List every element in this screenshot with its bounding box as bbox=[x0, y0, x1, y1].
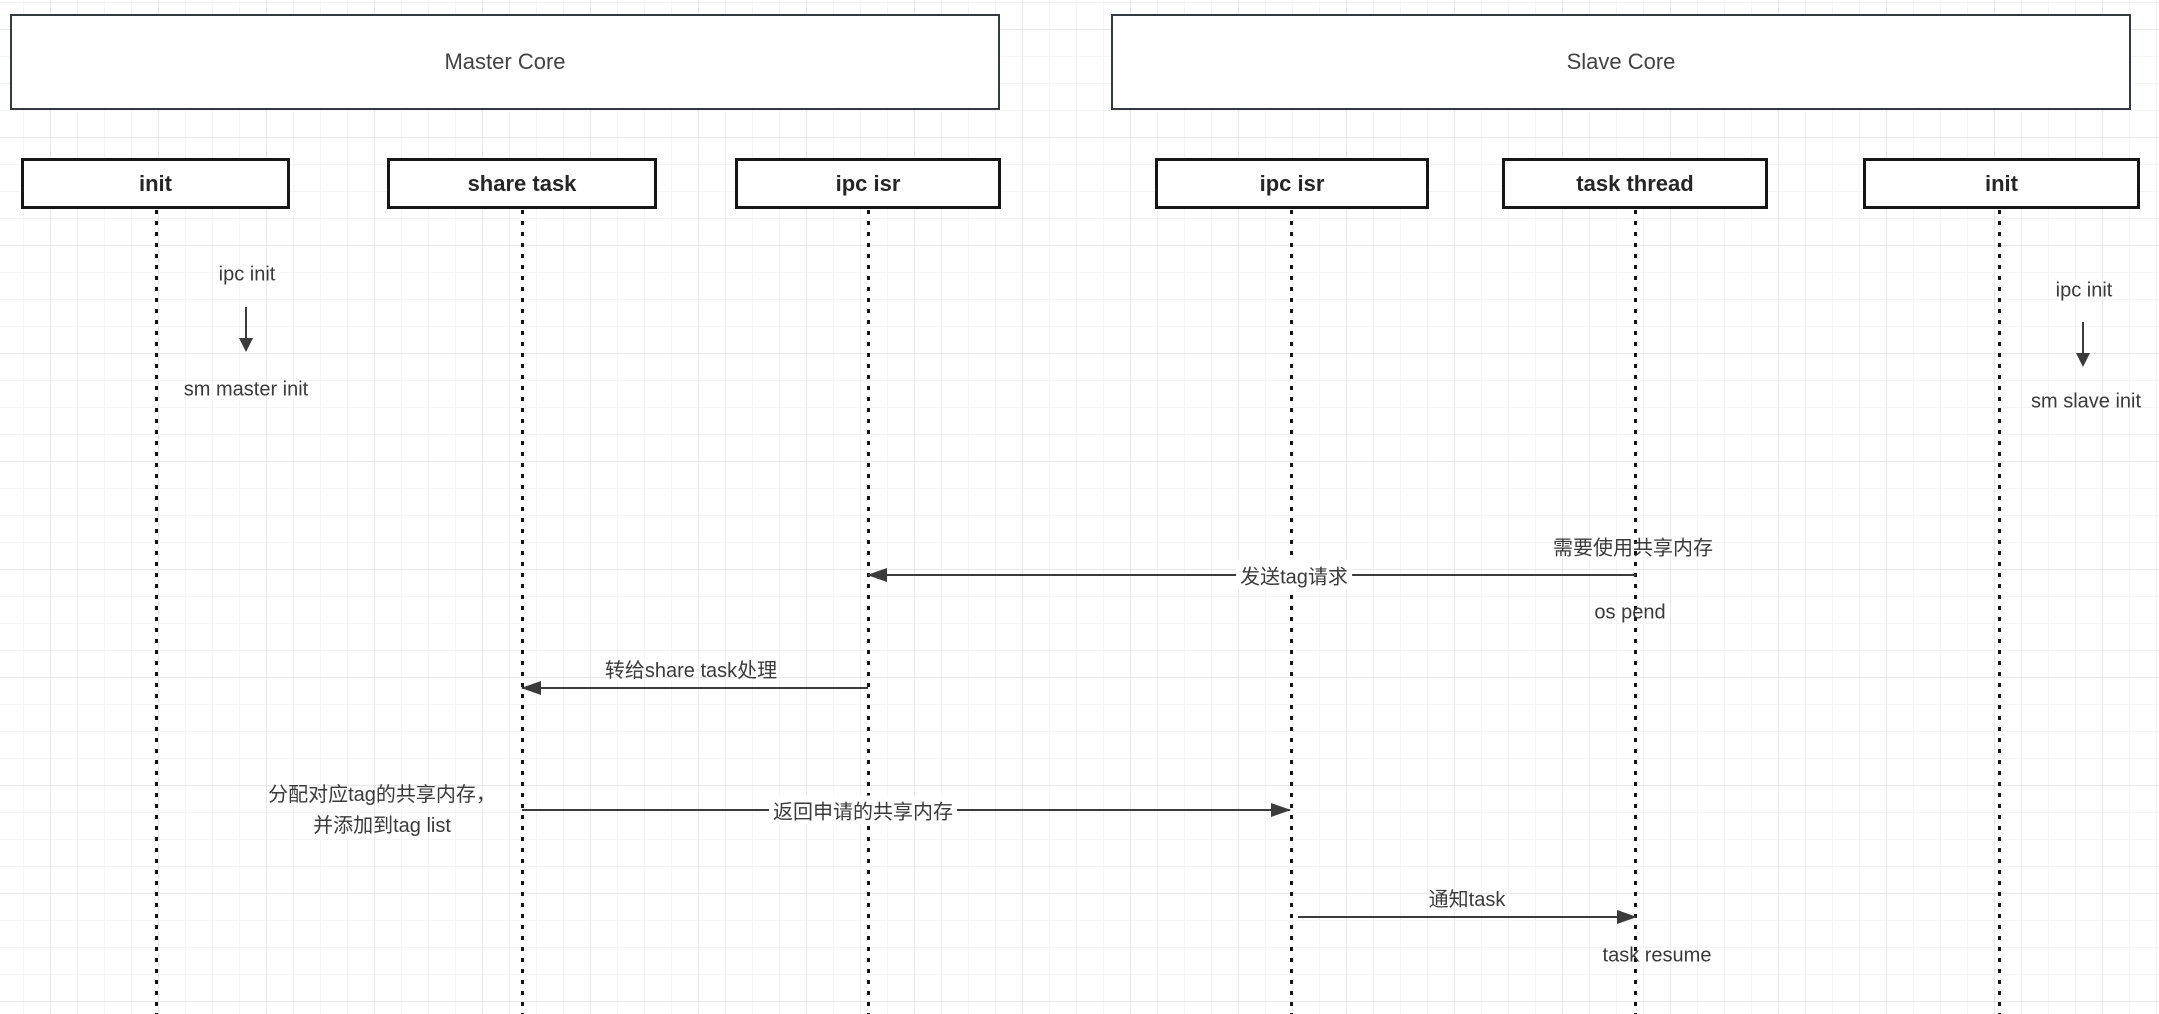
participant-label: init bbox=[1985, 170, 2018, 196]
alloc-tag-note-line2: 并添加到tag list bbox=[313, 815, 451, 837]
task-resume-note: task resume bbox=[1602, 944, 1712, 967]
participant-label: share task bbox=[467, 170, 577, 196]
message-label: 通知task bbox=[1428, 889, 1506, 911]
arrow-right-icon bbox=[1617, 910, 1637, 924]
master-sm-init-label: sm master init bbox=[183, 378, 309, 401]
alloc-tag-note: 分配对应tag的共享内存， 并添加到tag list bbox=[268, 780, 496, 842]
slave-core-label: Slave Core bbox=[1566, 49, 1676, 74]
message-label: 返回申请的共享内存 bbox=[769, 795, 957, 825]
slave-init-down-arrow bbox=[2076, 322, 2090, 367]
lifeline-init-master bbox=[155, 210, 158, 1014]
message-label: 转给share task处理 bbox=[604, 660, 778, 682]
need-shared-mem-note: 需要使用共享内存 bbox=[1553, 537, 1713, 560]
participant-label: ipc isr bbox=[1259, 170, 1325, 196]
master-core-label: Master Core bbox=[444, 49, 566, 74]
participant-label: task thread bbox=[1576, 170, 1694, 196]
participant-share-task: share task bbox=[387, 158, 657, 209]
lifeline-ipc-isr-slave bbox=[1290, 210, 1293, 1014]
master-ipc-init-label: ipc init bbox=[218, 263, 276, 286]
alloc-tag-note-line1: 分配对应tag的共享内存， bbox=[268, 784, 496, 806]
participant-ipc-isr-master: ipc isr bbox=[735, 158, 1001, 209]
arrow-left-icon bbox=[521, 681, 541, 695]
participant-ipc-isr-slave: ipc isr bbox=[1155, 158, 1429, 209]
os-pend-note: os pend bbox=[1594, 601, 1666, 624]
arrow-down-icon bbox=[2076, 353, 2090, 367]
arrow-left-icon bbox=[867, 568, 887, 582]
lifeline-task-thread bbox=[1634, 210, 1637, 1014]
message-return-shared-mem: 返回申请的共享内存 bbox=[522, 795, 1291, 825]
message-label: 发送tag请求 bbox=[1236, 560, 1352, 590]
arrow-right-icon bbox=[1271, 803, 1291, 817]
master-core-box: Master Core bbox=[10, 14, 1000, 110]
participant-init-slave: init bbox=[1863, 158, 2140, 209]
participant-task-thread: task thread bbox=[1502, 158, 1768, 209]
message-send-tag-request: 发送tag请求 bbox=[867, 560, 1636, 590]
lifeline-ipc-isr-master bbox=[867, 210, 870, 1014]
participant-init-master: init bbox=[21, 158, 290, 209]
participant-label: init bbox=[139, 170, 172, 196]
message-forward-to-share-task: 转给share task处理 bbox=[521, 660, 868, 695]
participant-label: ipc isr bbox=[835, 170, 901, 196]
slave-sm-init-label: sm slave init bbox=[2030, 390, 2142, 413]
master-init-down-arrow bbox=[239, 307, 253, 352]
message-notify-task: 通知task bbox=[1298, 889, 1637, 924]
slave-ipc-init-label: ipc init bbox=[2055, 279, 2113, 302]
slave-core-box: Slave Core bbox=[1111, 14, 2131, 110]
lifeline-share-task bbox=[521, 210, 524, 1014]
arrow-down-icon bbox=[239, 338, 253, 352]
lifeline-init-slave bbox=[1998, 210, 2001, 1014]
